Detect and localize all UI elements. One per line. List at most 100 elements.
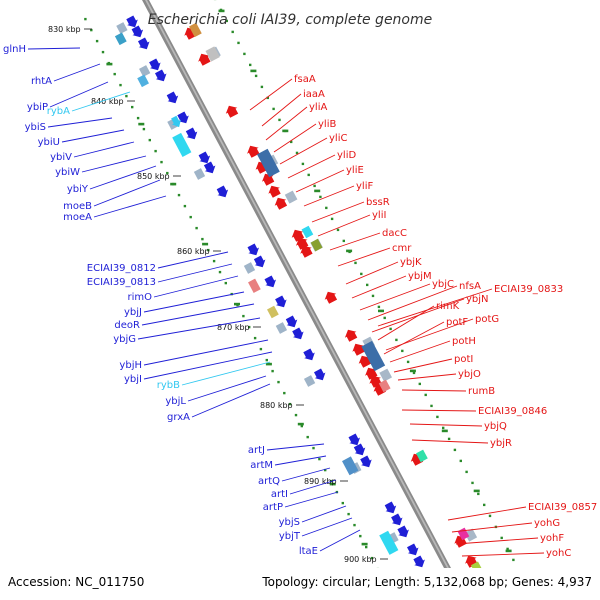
genome-backbone-highlight	[145, 0, 466, 600]
right-gene-label: yliI	[372, 210, 386, 221]
major-tick	[329, 482, 336, 486]
right-gene-label: ybjQ	[484, 421, 507, 432]
right-gene-leader	[455, 537, 539, 545]
tick-dot	[189, 215, 192, 219]
right-gene-label: yliB	[318, 119, 336, 130]
right-gene-leader	[377, 305, 435, 341]
tick-dot	[506, 547, 509, 551]
conserved-domain-box	[137, 74, 149, 88]
forward-strand-features	[114, 15, 425, 568]
major-tick	[346, 249, 353, 253]
left-gene-leader	[93, 195, 167, 218]
left-gene-leader	[47, 117, 113, 128]
forward-gene-arrow	[353, 443, 366, 456]
right-gene-leader	[317, 214, 371, 237]
left-gene-label: ybjG	[113, 334, 136, 345]
conserved-domain-box	[114, 32, 127, 46]
tick-dot	[260, 85, 264, 89]
forward-gene-arrow	[253, 255, 266, 268]
right-gene-leader	[345, 261, 399, 285]
reverse-gene-arrow	[344, 329, 358, 342]
reverse-gene-arrow	[247, 145, 260, 158]
left-gene-label: ybiW	[55, 167, 80, 178]
left-gene-leader	[274, 455, 327, 466]
kbp-label: 850 kbp	[137, 172, 170, 181]
right-gene-leader	[383, 321, 445, 355]
left-gene-label: ybiY	[67, 184, 89, 195]
tick-dot	[113, 72, 116, 76]
right-gene-label: yliA	[309, 102, 327, 113]
tick-dot	[377, 305, 381, 309]
tick-dot	[301, 162, 305, 166]
conserved-domain-box	[189, 22, 202, 38]
tick-dot	[354, 261, 357, 265]
right-gene-leader	[359, 283, 431, 311]
conserved-domain-box	[378, 379, 391, 393]
left-gene-label: rybB	[157, 380, 180, 391]
tick-dot	[360, 272, 363, 276]
conserved-domain-box	[248, 278, 261, 293]
left-gene-label: artP	[263, 502, 283, 513]
tick-dot	[371, 294, 375, 298]
tick-dot	[483, 503, 486, 507]
forward-gene-arrow	[391, 513, 403, 526]
right-gene-leader	[337, 247, 391, 267]
forward-gene-arrow	[216, 185, 229, 198]
tick-dot	[389, 327, 392, 331]
right-gene-label: ybjC	[432, 279, 454, 290]
right-gene-label: yliC	[329, 133, 347, 144]
tick-dot	[272, 107, 275, 111]
left-gene-label: moeB	[63, 201, 92, 212]
right-gene-leader	[295, 169, 345, 193]
tick-dot	[212, 259, 216, 263]
left-tick-dots	[84, 17, 391, 593]
left-gene-label: rhtA	[31, 76, 52, 87]
kbp-label: 880 kbp	[260, 401, 293, 410]
left-gene-leader	[137, 317, 261, 340]
conserved-domain-box	[301, 225, 314, 239]
left-gene-leader	[301, 517, 353, 537]
topology-label: Topology: circular; Length: 5,132,068 bp…	[261, 575, 592, 589]
right-gene-label: fsaA	[294, 74, 316, 85]
major-tick	[202, 242, 209, 246]
right-gene-leader	[409, 423, 483, 427]
left-gene-label: rybA	[47, 106, 70, 117]
right-gene-leader	[377, 288, 493, 327]
forward-gene-arrow	[292, 327, 304, 340]
right-gene-label: ybjO	[458, 369, 481, 380]
forward-gene-arrow	[131, 25, 144, 38]
right-gene-label: ybjM	[408, 271, 432, 282]
conserved-domain-box	[139, 65, 151, 77]
tick-dot	[430, 404, 433, 408]
reverse-strand-features	[184, 22, 483, 575]
tick-dot	[254, 74, 258, 78]
right-gene-leader	[265, 106, 308, 141]
right-gene-label: rumB	[468, 386, 495, 397]
right-gene-label: potH	[452, 336, 476, 347]
forward-gene-arrow	[285, 315, 298, 328]
tick-dot	[95, 39, 99, 43]
left-gene-label: ECIAI39_0813	[87, 277, 156, 288]
forward-gene-arrow	[155, 69, 167, 82]
right-gene-leader	[279, 137, 328, 165]
right-gene-label: dacC	[382, 228, 407, 239]
right-gene-label: ybjK	[400, 257, 422, 268]
right-gene-leader	[367, 285, 458, 321]
left-gene-leader	[181, 361, 271, 386]
reverse-gene-arrow	[300, 245, 313, 258]
right-gene-leader	[393, 358, 453, 373]
right-gene-leader	[401, 409, 477, 412]
forward-gene-arrow	[397, 525, 409, 538]
tick-dot	[125, 94, 128, 98]
right-gene-leader	[351, 275, 407, 299]
conserved-domain-box	[172, 132, 192, 157]
tick-dot	[225, 19, 228, 23]
kbp-label: 830 kbp	[48, 25, 81, 34]
tick-dot	[319, 195, 322, 199]
right-gene-label: potG	[475, 314, 499, 325]
conserved-domain-box	[116, 22, 128, 34]
kbp-label: 870 kbp	[217, 323, 250, 332]
left-gene-label: ybiS	[25, 122, 46, 133]
left-gene-leader	[284, 491, 339, 508]
